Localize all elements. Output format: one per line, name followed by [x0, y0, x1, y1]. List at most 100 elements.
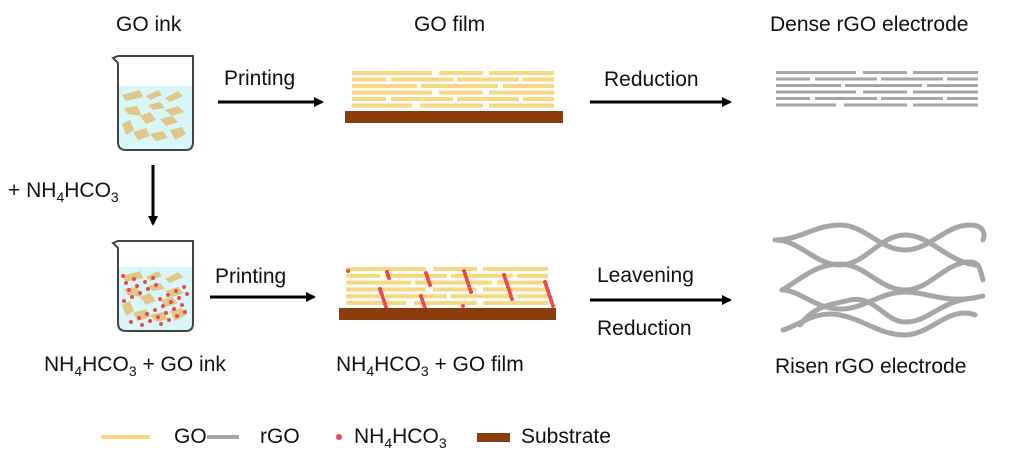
go-sheet	[497, 280, 548, 285]
nh4hco3-particle	[153, 308, 157, 312]
go-sheet	[415, 280, 492, 285]
nh4hco3-particle	[137, 316, 141, 320]
risen-rgo-label: Risen rGO electrode	[775, 355, 967, 378]
go-sheet	[503, 84, 554, 88]
go-sheet	[439, 90, 483, 95]
substrate	[339, 308, 556, 320]
rgo-sheet	[844, 103, 907, 107]
rgo-sheet	[913, 71, 978, 74]
go-ink-beaker	[111, 55, 194, 151]
nh4hco3-particle	[158, 297, 162, 301]
rgo-sheet	[863, 90, 907, 94]
rgo-sheet	[947, 97, 978, 100]
risen-rgo-electrode	[772, 222, 987, 338]
nh4hco3-particle	[461, 304, 465, 308]
nh4hco3-particles	[346, 269, 555, 310]
legend-go-label: GO	[174, 425, 207, 448]
rgo-sheet	[776, 97, 810, 100]
nh4hco3-particle	[167, 318, 171, 322]
nh4hco3-particle	[138, 291, 142, 295]
nh4hco3-particle	[143, 280, 147, 284]
go-sheet	[352, 77, 386, 82]
go-flake	[122, 90, 143, 101]
rgo-sheet	[947, 77, 978, 81]
rgo-sheet	[815, 97, 877, 100]
go-sheet	[489, 90, 554, 95]
legend-substrate-label: Substrate	[521, 425, 611, 448]
go-sheet	[346, 267, 426, 271]
go-sheet	[523, 97, 554, 101]
rgo-wave	[797, 295, 978, 328]
go-flake	[124, 106, 142, 116]
legend-rgo-label: rGO	[260, 425, 300, 448]
rgo-sheet	[913, 103, 978, 107]
rgo-sheet	[913, 90, 978, 94]
nh4hco3-particle	[154, 283, 158, 287]
nh4hco3-particle	[172, 307, 176, 311]
beaker-outline	[111, 55, 194, 151]
nh4hco3-particle	[124, 281, 128, 285]
go-flake	[146, 90, 162, 100]
nh4hco3-particle	[127, 288, 131, 292]
go-flake	[165, 91, 183, 102]
nh4hco3-particle	[175, 314, 179, 318]
go-sheet	[352, 71, 432, 75]
go-sheet	[420, 103, 483, 108]
go-sheet	[385, 294, 447, 299]
rgo-sheet	[927, 84, 978, 87]
nh4hco3-particle	[140, 323, 144, 327]
go-sheet	[489, 103, 554, 108]
nh4hco3-particle	[543, 280, 547, 284]
go-sheet	[352, 84, 417, 88]
rgo-sheet	[815, 77, 877, 81]
rgo-sheet	[881, 97, 943, 100]
go-flake	[122, 120, 134, 135]
go-film	[345, 71, 563, 123]
nh4hco3-particle	[177, 296, 181, 300]
go-sheet	[352, 90, 432, 95]
go-flake	[150, 131, 168, 141]
rgo-sheet	[776, 84, 841, 87]
go-sheets	[346, 267, 548, 305]
nh4hco3-particle	[129, 320, 133, 324]
nh4hco3-particle	[185, 292, 189, 296]
printing-step-top: Printing	[224, 67, 296, 90]
nh4hco3-go-film-label: NH4HCO3 + GO film	[336, 353, 524, 379]
go-sheet	[391, 77, 453, 82]
nh4hco3-particle	[502, 273, 506, 277]
go-sheet	[433, 287, 477, 292]
go-sheet	[489, 71, 554, 75]
nh4hco3-particle	[161, 304, 165, 308]
dense-rgo-label: Dense rGO electrode	[770, 13, 969, 36]
go-sheet	[433, 267, 477, 271]
go-flake	[165, 272, 183, 283]
nh4hco3-particle	[462, 269, 466, 273]
nh4hco3-particles	[121, 274, 189, 327]
go-sheet	[483, 301, 548, 305]
go-sheet	[352, 103, 412, 108]
go-flake	[160, 116, 178, 126]
legend-nh4hco3-label: NH4HCO3	[354, 425, 447, 451]
go-sheet	[346, 280, 411, 285]
nh4hco3-particle	[385, 270, 389, 274]
rgo-sheet	[845, 84, 922, 87]
nh4hco3-particle	[166, 293, 170, 297]
go-sheet	[439, 71, 483, 75]
nh4hco3-particle	[159, 322, 163, 326]
go-flake	[148, 102, 165, 110]
go-flake	[146, 271, 162, 281]
go-sheet	[451, 273, 513, 278]
substrate	[345, 111, 563, 123]
go-sheet	[346, 287, 426, 292]
nh4hco3-particle	[122, 299, 126, 303]
go-sheet	[517, 294, 548, 299]
printing-step-bottom: Printing	[215, 265, 287, 288]
go-sheet	[517, 273, 548, 278]
go-sheet	[483, 267, 548, 271]
go-sheets	[352, 71, 554, 108]
nh4hco3-particle	[148, 319, 152, 323]
nh4hco3-particle	[424, 271, 428, 275]
beaker-outline	[111, 240, 194, 332]
go-flake	[140, 112, 156, 124]
